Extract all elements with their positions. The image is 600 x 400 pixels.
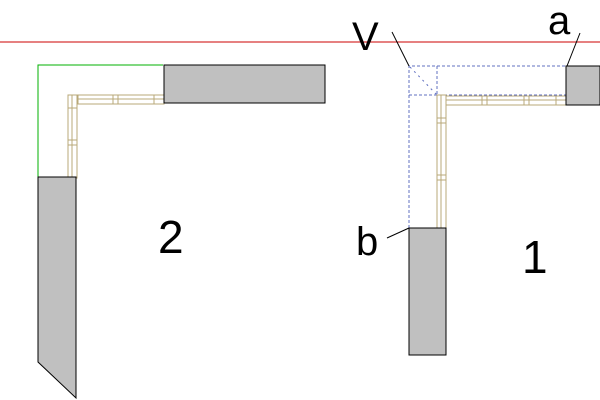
label-b: b — [356, 220, 378, 264]
leader-line-b — [386, 227, 410, 239]
dashed-diagonal — [409, 66, 438, 96]
wall-horizontal-right — [565, 65, 600, 106]
leader-line-a — [566, 32, 581, 67]
wall-vertical-right — [408, 227, 447, 356]
wall-vertical-left-angled — [37, 176, 77, 400]
right-corner-assembly — [386, 31, 600, 356]
leader-line-v — [391, 31, 410, 67]
wall-horizontal-left — [163, 64, 326, 104]
label-a: a — [548, 0, 571, 43]
green-guide-outline — [37, 64, 163, 178]
region-label-1: 1 — [522, 231, 548, 283]
label-v: V — [352, 15, 379, 59]
dashed-outline — [408, 65, 566, 228]
region-label-2: 2 — [158, 211, 184, 263]
left-corner-assembly — [37, 64, 326, 400]
